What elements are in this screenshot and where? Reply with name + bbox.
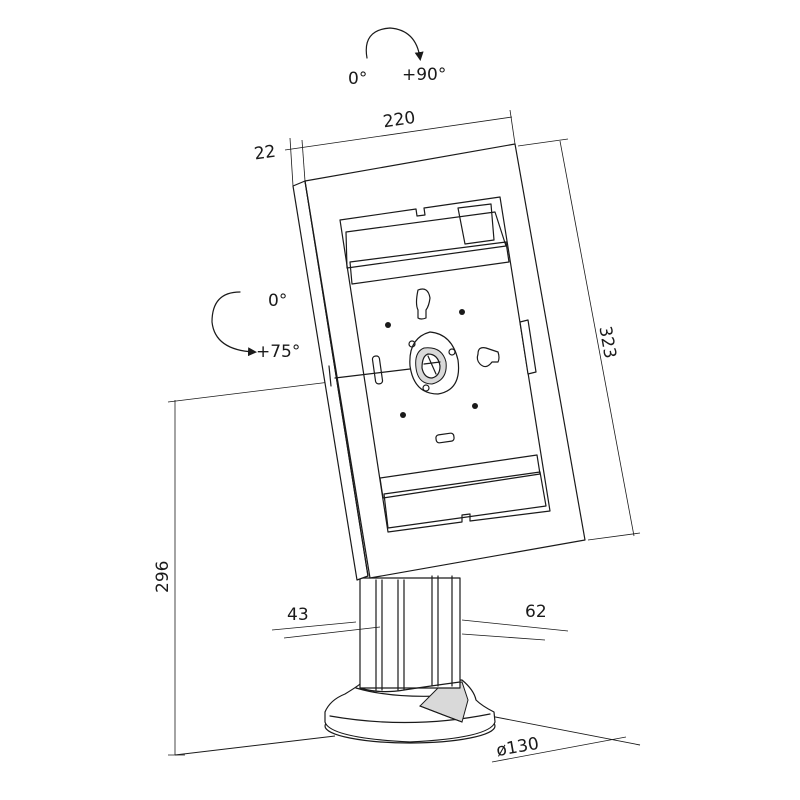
dimension-height-total-label: 296 [153,561,173,593]
rotation-horizontal-start-label: 0° [348,69,367,89]
dimension-panel-height [517,138,641,541]
rotation-tilt-end-label: +75° [256,342,300,362]
dimension-width-label: 220 [382,108,417,132]
stand-base [324,679,496,744]
rotation-horizontal-end-label: +90° [402,65,446,85]
stand-pole [359,575,461,693]
dimension-pole [271,619,569,641]
tilt-rotation-arrow [211,291,257,357]
horizontal-rotation-arrow [365,27,424,61]
floor-lines [174,714,641,756]
dimension-width [284,109,516,187]
dimension-pole-left-label: 43 [287,605,309,625]
panel-front [339,196,551,533]
dimension-depth-label: 22 [253,142,277,165]
dimension-base-diameter-label: ø130 [495,734,541,761]
mounting-plate [371,288,500,444]
dimension-base-diameter [491,736,627,763]
dimension-panel-height-label: 323 [594,325,619,360]
dimension-height-total [167,381,331,756]
dimension-pole-right-label: 62 [525,602,547,622]
rotary-hub [334,331,460,395]
rotation-tilt-start-label: 0° [268,291,287,311]
